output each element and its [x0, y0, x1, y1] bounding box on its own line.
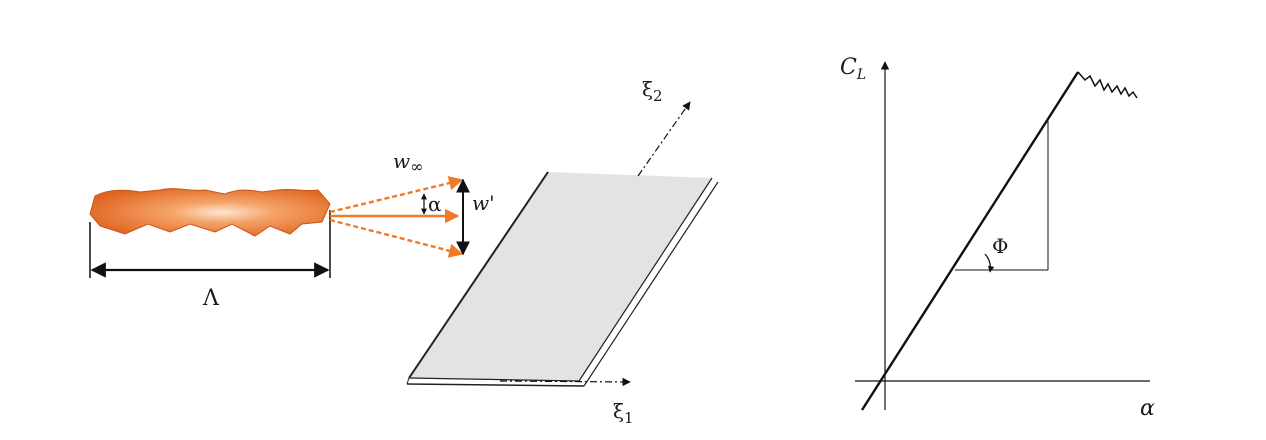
plate — [406, 171, 719, 387]
plate-axes: ξ2 ξ1 — [499, 77, 691, 427]
slope-angle-label: Φ — [992, 234, 1008, 258]
slope-angle-arc — [984, 253, 995, 273]
velocity-vectors: w∞ α w' — [329, 149, 495, 258]
velocity-fluct-label: w' — [472, 191, 495, 215]
svg-text:w∞: w∞ — [393, 149, 423, 176]
velocity-upper-arrow — [329, 176, 464, 214]
svg-text:CL: CL — [840, 55, 866, 83]
plate-top-face — [409, 172, 712, 381]
axis-xi1-sub: 1 — [624, 409, 634, 427]
eddy-blob — [89, 188, 331, 237]
axis-xi2-sub: 2 — [653, 87, 663, 105]
lift-curve-plot: CL α Φ — [840, 55, 1155, 421]
lift-line — [860, 71, 1080, 411]
axis-xi1-arrow — [499, 377, 631, 387]
axis-xi2-label: ξ — [642, 77, 653, 101]
x-axis-label-partial: α — [1140, 396, 1155, 421]
eddy-group — [89, 188, 331, 237]
stall-region — [1077, 71, 1138, 99]
velocity-lower-arrow — [329, 218, 464, 258]
angle-label: α — [428, 192, 442, 216]
axis-xi2-arrow — [637, 101, 691, 177]
svg-text:ξ1: ξ1 — [613, 399, 634, 427]
velocity-mean-sub: ∞ — [410, 157, 423, 176]
axis-xi1-label: ξ — [613, 399, 624, 423]
velocity-mean-label: w — [393, 149, 410, 173]
y-axis-label: C — [840, 55, 857, 80]
svg-text:ξ2: ξ2 — [642, 77, 663, 105]
length-scale-label: Λ — [202, 286, 220, 311]
y-axis-sub: L — [856, 67, 866, 83]
length-scale-dimension: Λ — [89, 210, 331, 311]
